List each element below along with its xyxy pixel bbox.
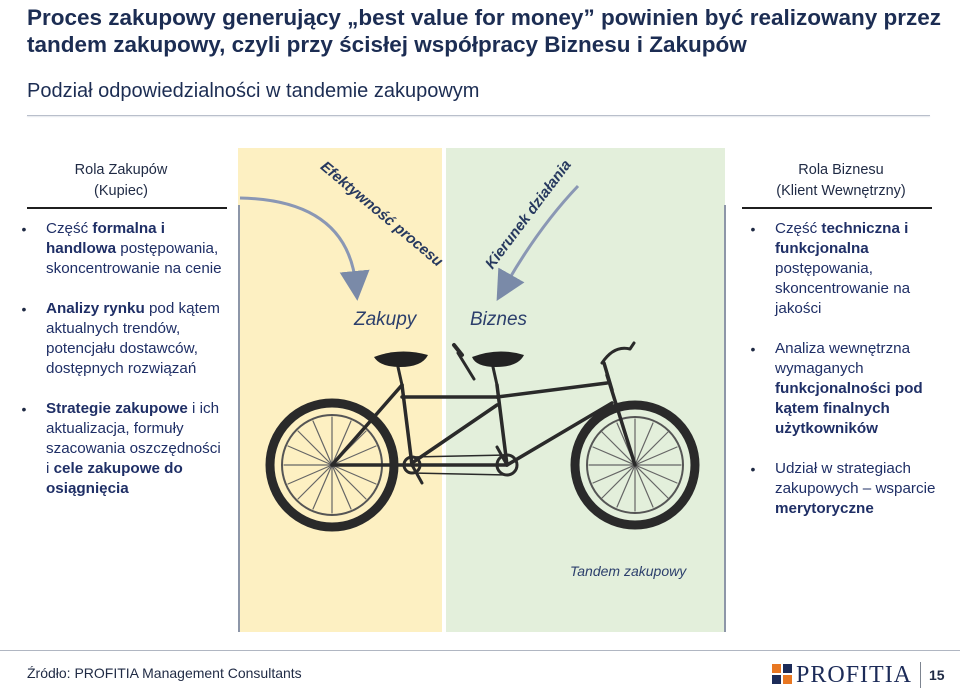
bullet-dot-icon: • (19, 219, 29, 239)
bullet-dot-icon: • (748, 339, 758, 359)
list-item: •Analizy rynku pod kątem aktualnych tren… (19, 299, 224, 379)
tandem-bicycle-icon (262, 335, 712, 555)
business-role-heading: Rola Biznesu (Klient Wewnętrzny) (743, 160, 939, 202)
list-item: •Analiza wewnętrzna wymaganych funkcjona… (748, 339, 948, 439)
footer-vertical-divider (920, 662, 921, 688)
business-role-subtitle: (Klient Wewnętrzny) (743, 181, 939, 202)
subtitle-divider (27, 115, 930, 116)
page-title: Proces zakupowy generujący „best value f… (27, 4, 947, 58)
business-role-rule (742, 207, 932, 209)
purchasing-label: Zakupy (354, 309, 416, 331)
business-label: Biznes (470, 309, 527, 331)
list-item: •Część techniczna i funkcjonalna postępo… (748, 219, 948, 319)
profitia-logo-icon (772, 664, 792, 684)
purchasing-role-list: •Część formalna i handlowa postępowania,… (19, 219, 224, 519)
list-item: •Strategie zakupowe i ich aktualizacja, … (19, 399, 224, 499)
purchasing-role-heading: Rola Zakupów (Kupiec) (27, 160, 215, 202)
footer-divider (0, 650, 960, 651)
business-role-list: •Część techniczna i funkcjonalna postępo… (748, 219, 948, 539)
profitia-logo-text: PROFITIA (796, 662, 912, 689)
bullet-dot-icon: • (748, 459, 758, 479)
purchasing-role-title: Rola Zakupów (27, 160, 215, 181)
bullet-dot-icon: • (19, 299, 29, 319)
source-note: Źródło: PROFITIA Management Consultants (27, 665, 302, 681)
list-item: •Udział w strategiach zakupowych – wspar… (748, 459, 948, 519)
bullet-dot-icon: • (19, 399, 29, 419)
list-item: •Część formalna i handlowa postępowania,… (19, 219, 224, 279)
business-role-title: Rola Biznesu (743, 160, 939, 181)
page-subtitle: Podział odpowiedzialności w tandemie zak… (27, 80, 479, 103)
bullet-dot-icon: • (748, 219, 758, 239)
purchasing-role-rule (27, 207, 227, 209)
page-number: 15 (929, 667, 945, 683)
purchasing-role-subtitle: (Kupiec) (27, 181, 215, 202)
tandem-caption: Tandem zakupowy (570, 563, 686, 579)
